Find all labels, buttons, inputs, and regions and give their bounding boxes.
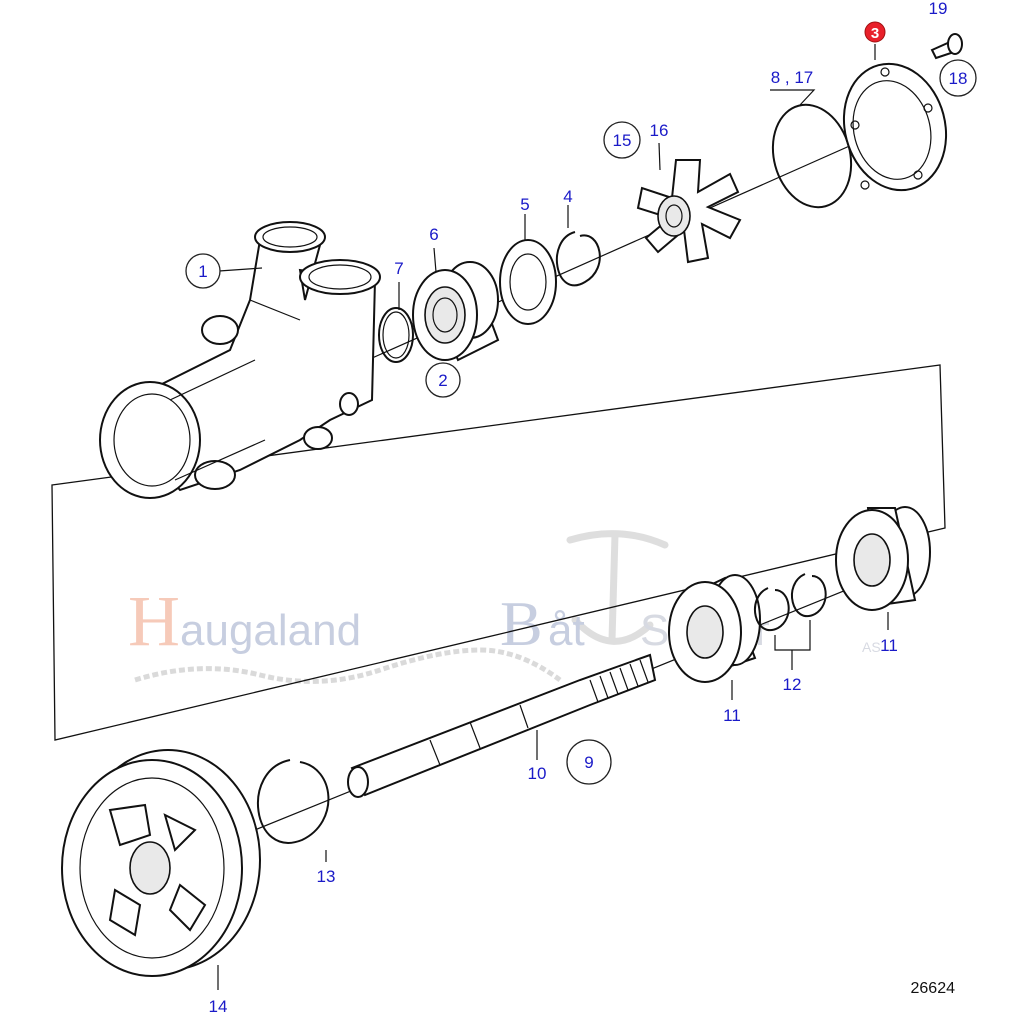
callout-3[interactable]: 3 (864, 21, 886, 43)
pump-shaft-10 (347, 653, 657, 798)
watermark-word-haugaland: augaland (180, 606, 361, 655)
callout-15[interactable]: 15 (603, 121, 641, 159)
washer-5 (499, 239, 557, 325)
circlip-13 (256, 759, 330, 844)
screw-19 (930, 33, 963, 60)
callout-11-left[interactable]: 11 (723, 706, 741, 725)
watermark-word-bat: åt (548, 606, 585, 655)
svg-text:18: 18 (949, 69, 968, 88)
circlip-4 (555, 231, 601, 287)
callout-11-right[interactable]: 11 (880, 636, 898, 655)
circlips-12 (753, 573, 827, 632)
sub-assembly-frame (51, 364, 946, 741)
leader-lines (217, 44, 889, 990)
callout-5[interactable]: 5 (520, 195, 529, 214)
callout-4[interactable]: 4 (563, 187, 572, 206)
pulley-14 (61, 749, 261, 977)
callout-19[interactable]: 19 (929, 0, 948, 18)
watermark-initial-b: B (500, 588, 543, 659)
watermark-chain (134, 647, 562, 684)
callout-12[interactable]: 12 (783, 675, 802, 694)
watermark-word-as: AS (862, 639, 881, 655)
watermark-logo: H augaland B åt Senter AS (128, 530, 881, 684)
svg-text:3: 3 (871, 25, 879, 42)
o-ring-7 (378, 307, 414, 363)
ball-bearing-11-right (835, 506, 931, 611)
pump-housing (99, 221, 381, 499)
callout-2[interactable]: 2 (425, 362, 461, 398)
svg-text:9: 9 (584, 753, 593, 772)
callout-1[interactable]: 1 (185, 253, 221, 289)
callout-16[interactable]: 16 (650, 121, 669, 140)
callout-18[interactable]: 18 (939, 59, 977, 97)
svg-text:2: 2 (438, 371, 447, 390)
watermark-initial-h: H (128, 581, 180, 661)
callout-14[interactable]: 14 (209, 997, 228, 1016)
watermark-anchor (566, 530, 669, 645)
callout-13[interactable]: 13 (317, 867, 336, 886)
ball-bearing-11-left (668, 574, 761, 683)
figure-number: 26624 (911, 980, 956, 997)
callout-8-17[interactable]: 8 , 17 (771, 68, 814, 87)
cover-plate-3 (842, 62, 948, 192)
impeller-16 (636, 159, 742, 264)
callout-7[interactable]: 7 (394, 259, 403, 278)
callout-10[interactable]: 10 (528, 764, 547, 783)
callout-9[interactable]: 9 (566, 739, 612, 785)
shaft-seal-6 (412, 261, 500, 362)
svg-text:1: 1 (198, 262, 207, 281)
callout-6[interactable]: 6 (429, 225, 438, 244)
svg-text:15: 15 (613, 131, 632, 150)
